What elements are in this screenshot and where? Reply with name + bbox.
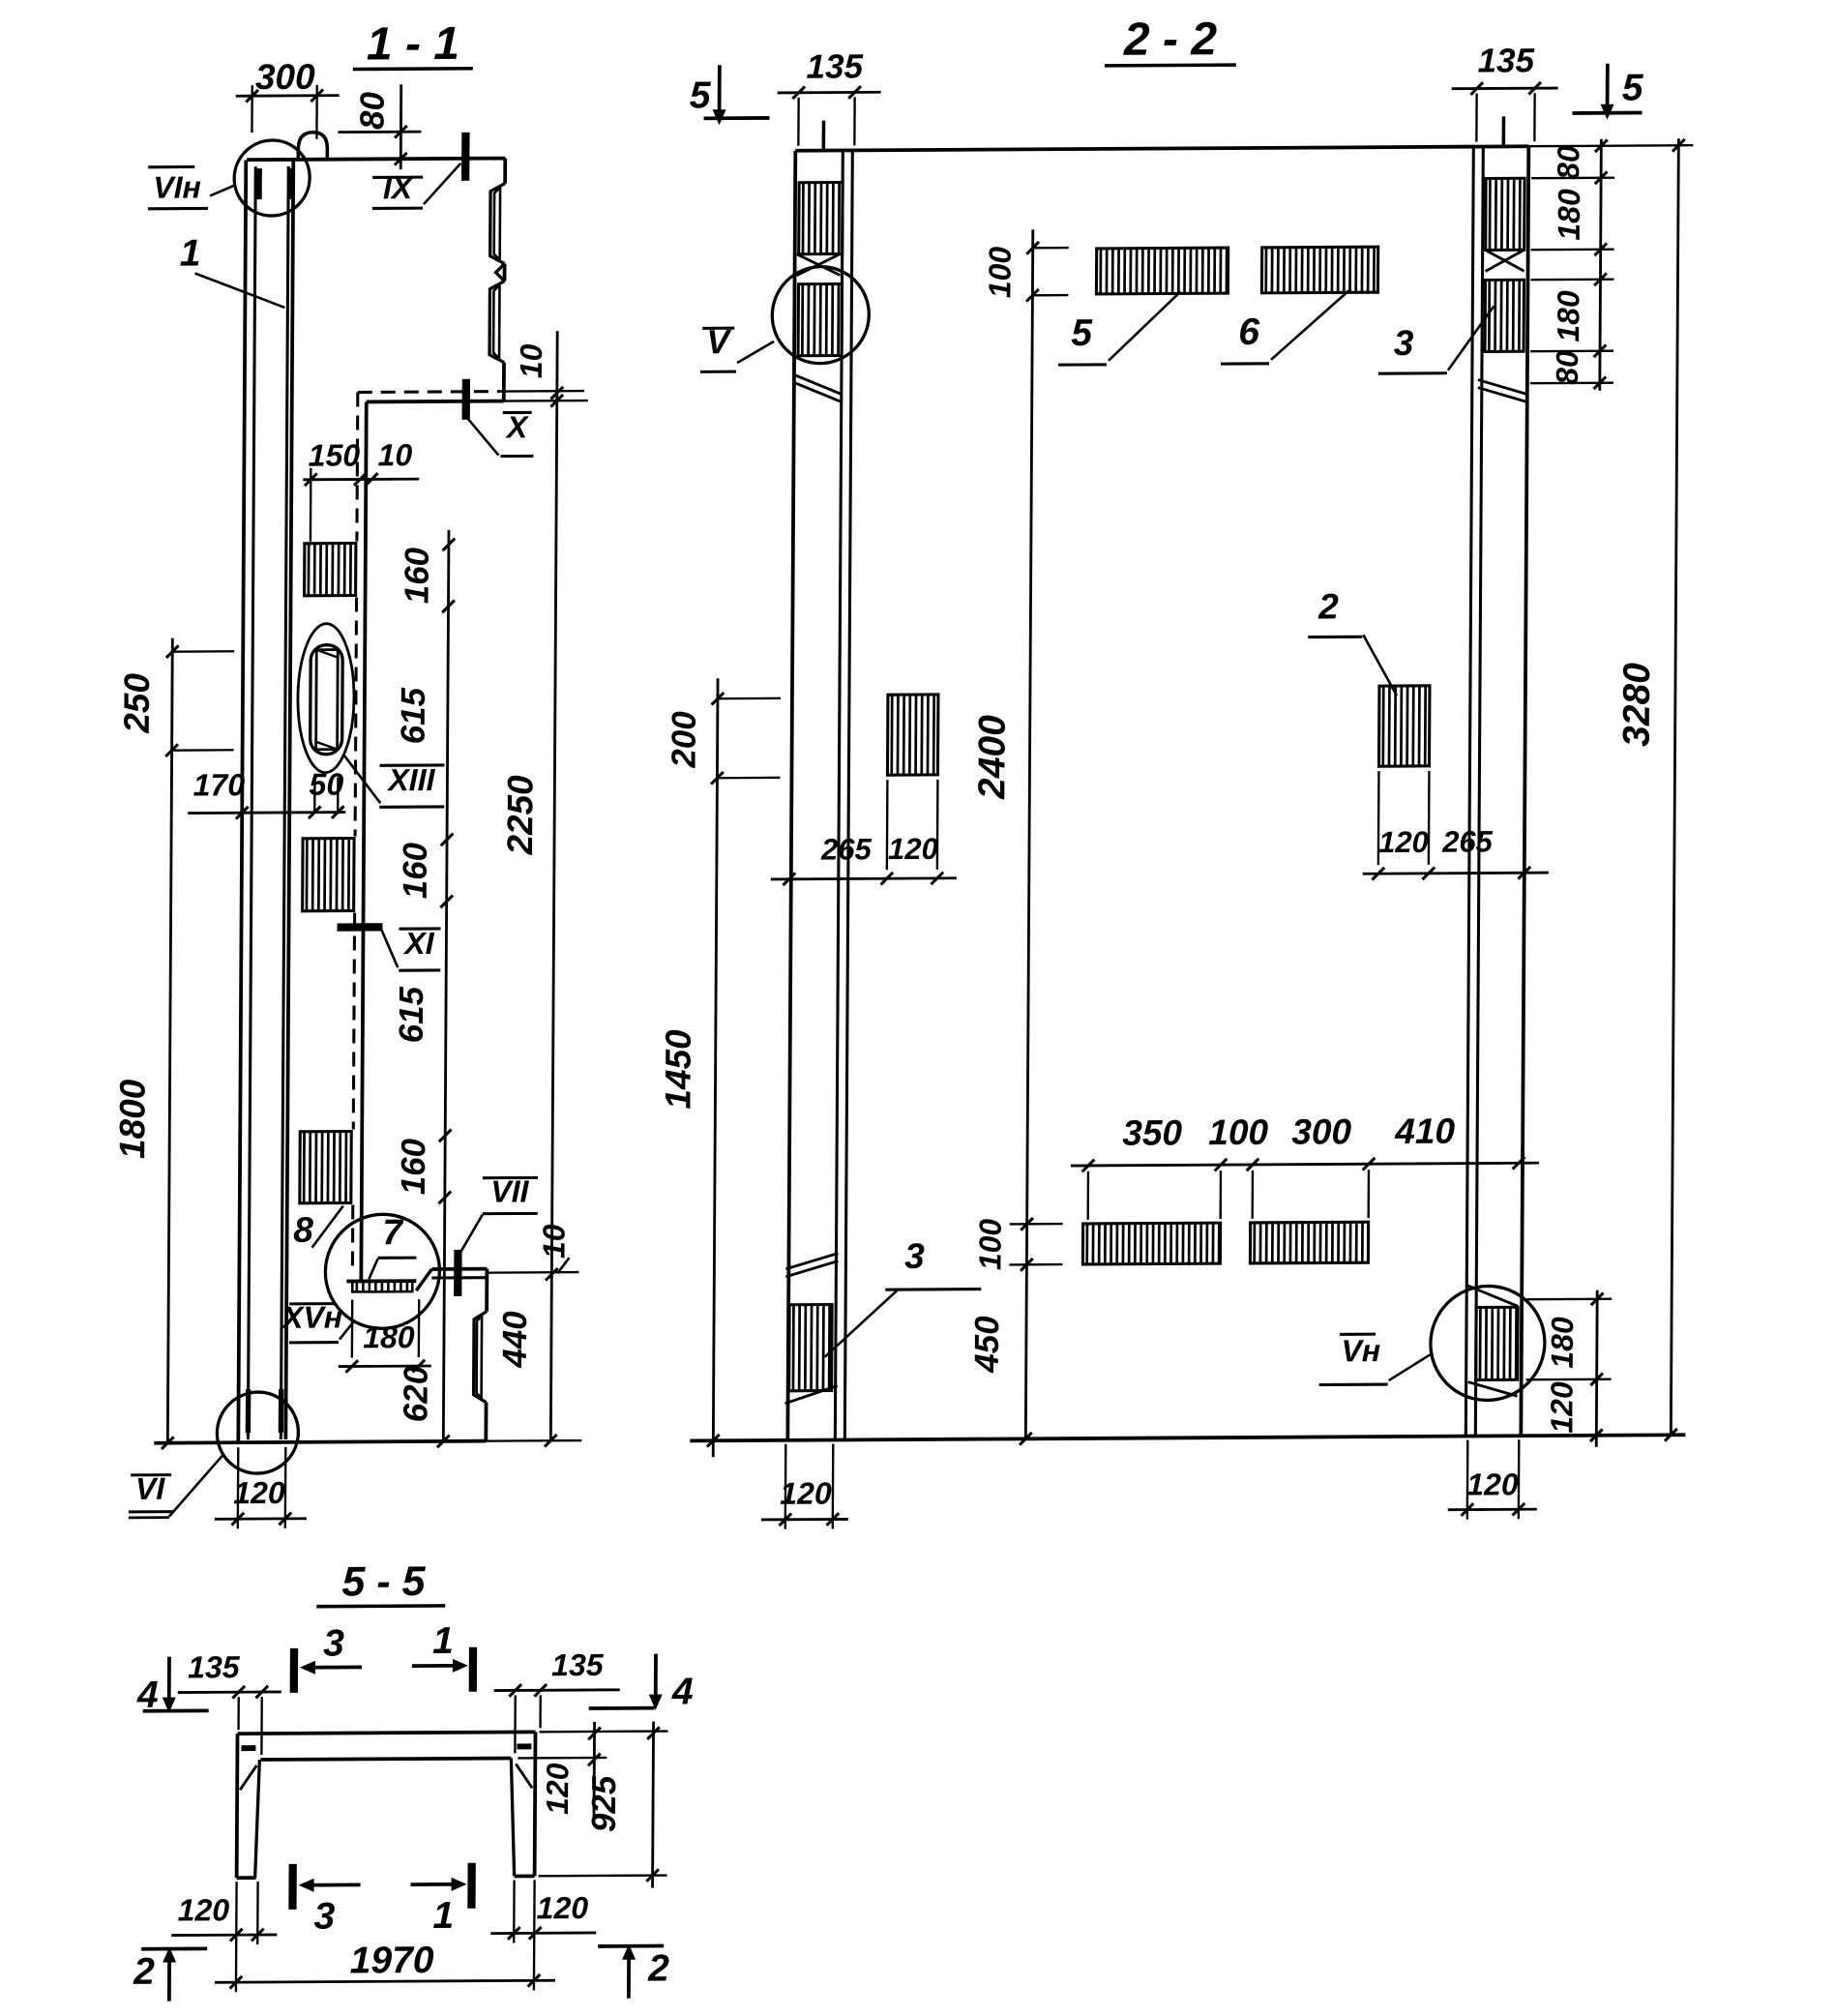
svg-text:450: 450 xyxy=(968,1316,1006,1374)
svg-text:3: 3 xyxy=(1394,323,1414,363)
svg-text:135: 135 xyxy=(188,1649,241,1684)
svg-text:135: 135 xyxy=(807,47,864,85)
svg-text:10: 10 xyxy=(514,343,548,378)
svg-text:200: 200 xyxy=(665,711,702,769)
svg-text:120: 120 xyxy=(178,1892,230,1927)
svg-text:100: 100 xyxy=(982,247,1017,299)
svg-text:2 - 2: 2 - 2 xyxy=(1123,14,1218,66)
svg-text:1 - 1: 1 - 1 xyxy=(367,18,459,71)
svg-text:180: 180 xyxy=(1551,290,1585,342)
svg-text:XIII: XIII xyxy=(386,762,435,797)
svg-text:265: 265 xyxy=(1441,824,1494,858)
svg-text:120: 120 xyxy=(1466,1467,1519,1501)
svg-text:2400: 2400 xyxy=(971,715,1014,800)
svg-text:1: 1 xyxy=(432,1620,454,1662)
svg-text:VIн: VIн xyxy=(153,169,201,204)
svg-text:5: 5 xyxy=(1071,312,1093,354)
svg-text:120: 120 xyxy=(1544,1381,1579,1434)
svg-text:120: 120 xyxy=(540,1763,575,1815)
svg-text:2: 2 xyxy=(133,1951,155,1993)
svg-text:620: 620 xyxy=(397,1365,434,1422)
svg-text:1800: 1800 xyxy=(112,1079,152,1159)
svg-text:160: 160 xyxy=(395,1138,432,1195)
svg-text:2250: 2250 xyxy=(500,775,541,856)
svg-text:VII: VII xyxy=(490,1173,529,1208)
svg-text:180: 180 xyxy=(1552,189,1586,241)
svg-text:VI: VI xyxy=(135,1471,166,1506)
svg-text:1: 1 xyxy=(432,1895,454,1937)
svg-text:100: 100 xyxy=(1208,1112,1268,1152)
svg-text:615: 615 xyxy=(393,986,430,1043)
svg-text:4: 4 xyxy=(136,1675,159,1716)
svg-text:IX: IX xyxy=(383,170,414,205)
svg-text:8: 8 xyxy=(293,1210,313,1250)
svg-text:440: 440 xyxy=(496,1311,534,1369)
svg-text:265: 265 xyxy=(820,832,873,866)
svg-text:615: 615 xyxy=(395,687,432,744)
svg-text:150: 150 xyxy=(309,437,361,472)
svg-text:120: 120 xyxy=(1378,825,1429,859)
svg-text:1: 1 xyxy=(180,232,201,274)
svg-text:250: 250 xyxy=(117,672,157,733)
svg-text:3280: 3280 xyxy=(1616,663,1659,747)
svg-text:2: 2 xyxy=(1317,586,1339,626)
svg-text:10: 10 xyxy=(378,437,413,472)
svg-text:120: 120 xyxy=(233,1475,285,1510)
svg-text:5 - 5: 5 - 5 xyxy=(341,1558,426,1606)
svg-text:80: 80 xyxy=(1550,350,1584,385)
svg-text:925: 925 xyxy=(585,1775,623,1832)
svg-text:350: 350 xyxy=(1122,1112,1182,1152)
svg-text:7: 7 xyxy=(382,1212,404,1252)
svg-text:10: 10 xyxy=(536,1224,571,1259)
svg-text:Vн: Vн xyxy=(1341,1333,1380,1368)
svg-text:180: 180 xyxy=(363,1319,415,1354)
svg-text:160: 160 xyxy=(397,842,434,899)
svg-text:5: 5 xyxy=(690,74,712,116)
svg-text:3: 3 xyxy=(323,1623,344,1665)
svg-text:4: 4 xyxy=(671,1671,694,1712)
svg-text:180: 180 xyxy=(1545,1317,1580,1369)
svg-text:3: 3 xyxy=(904,1236,925,1276)
svg-text:300: 300 xyxy=(1291,1112,1351,1151)
svg-text:120: 120 xyxy=(888,832,938,866)
svg-text:5: 5 xyxy=(1622,68,1644,109)
svg-text:135: 135 xyxy=(551,1647,605,1682)
svg-text:160: 160 xyxy=(399,547,436,604)
svg-text:120: 120 xyxy=(537,1890,589,1925)
svg-text:80: 80 xyxy=(1551,145,1585,180)
svg-text:1970: 1970 xyxy=(350,1940,434,1982)
svg-text:XI: XI xyxy=(402,926,435,961)
svg-text:6: 6 xyxy=(1238,311,1259,353)
svg-text:170: 170 xyxy=(193,767,246,802)
svg-text:X: X xyxy=(505,409,529,444)
svg-text:120: 120 xyxy=(780,1476,832,1511)
svg-text:300: 300 xyxy=(255,57,315,97)
svg-text:135: 135 xyxy=(1478,42,1535,79)
svg-text:80: 80 xyxy=(353,91,391,130)
svg-text:1450: 1450 xyxy=(658,1029,697,1110)
svg-text:100: 100 xyxy=(972,1219,1007,1271)
svg-text:2: 2 xyxy=(647,1948,669,1990)
svg-text:410: 410 xyxy=(1394,1112,1455,1151)
svg-text:3: 3 xyxy=(313,1896,335,1938)
svg-text:XVн: XVн xyxy=(281,1300,342,1335)
